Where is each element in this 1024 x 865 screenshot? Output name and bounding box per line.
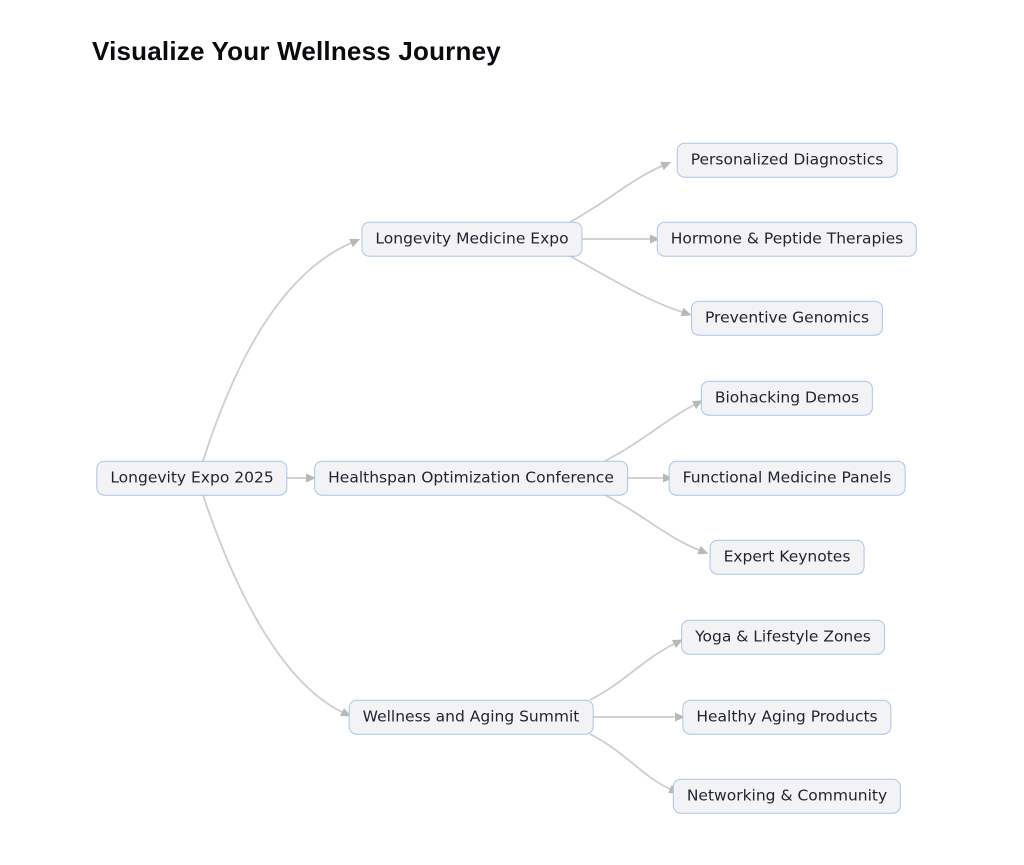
edge-conference-to-biohacking-demos — [604, 400, 703, 462]
edge-expo-to-preventive-genomics — [569, 255, 692, 317]
node-branch-longevity-medicine-expo: Longevity Medicine Expo — [361, 221, 583, 257]
node-leaf-personalized-diagnostics: Personalized Diagnostics — [676, 142, 898, 178]
node-leaf-functional-medicine-panels: Functional Medicine Panels — [668, 460, 906, 496]
node-leaf-networking-community: Networking & Community — [672, 778, 902, 814]
edge-summit-to-networking-community — [589, 733, 680, 794]
node-root-longevity-expo-2025: Longevity Expo 2025 — [96, 460, 288, 496]
node-leaf-biohacking-demos: Biohacking Demos — [700, 380, 874, 416]
node-branch-wellness-and-aging-summit: Wellness and Aging Summit — [348, 699, 594, 735]
node-branch-healthspan-optimization-conference: Healthspan Optimization Conference — [314, 460, 628, 496]
node-leaf-healthy-aging-products: Healthy Aging Products — [682, 699, 892, 735]
node-leaf-preventive-genomics: Preventive Genomics — [690, 300, 884, 336]
node-leaf-expert-keynotes: Expert Keynotes — [709, 539, 865, 575]
edge-summit-to-yoga-lifestyle-zones — [589, 639, 683, 701]
edge-root-to-wellness-summit — [202, 494, 351, 717]
node-leaf-hormone-peptide-therapies: Hormone & Peptide Therapies — [656, 221, 918, 257]
edge-conference-to-expert-keynotes — [604, 494, 709, 555]
node-leaf-yoga-lifestyle-zones: Yoga & Lifestyle Zones — [681, 619, 885, 655]
edge-expo-to-personalized-diagnostics — [569, 161, 672, 223]
page-title: Visualize Your Wellness Journey — [92, 36, 501, 66]
edge-root-to-longevity-medicine-expo — [202, 238, 361, 462]
